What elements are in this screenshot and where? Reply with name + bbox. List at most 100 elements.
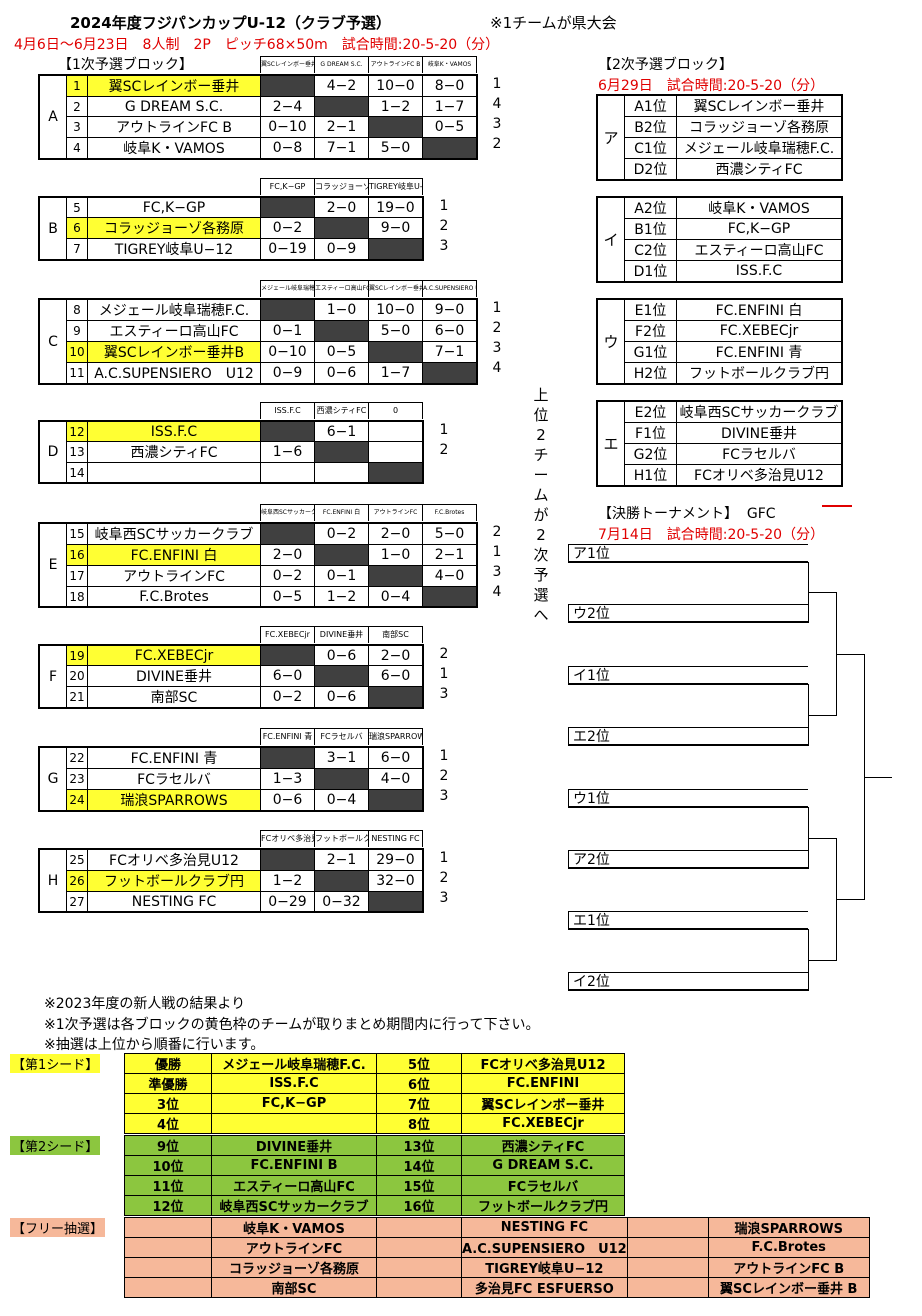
block-team: DIVINE垂井 [676, 422, 843, 444]
self-match-cell [422, 362, 478, 385]
score-cell: 0−9 [260, 362, 315, 385]
block-team: 翼SCレインボー垂井 [676, 94, 843, 117]
rank-value: 3 [492, 340, 502, 356]
final-venue: GFC [746, 506, 776, 522]
score-cell: 0−5 [314, 341, 369, 363]
col-header-cell: エスティーロ高山FC [315, 281, 369, 297]
seed-label-first: 【第1シード】 [10, 1054, 101, 1073]
team-name: 岐阜K・VAMOS [87, 137, 261, 160]
self-match-cell [260, 848, 315, 871]
score-cell: 1−0 [368, 544, 423, 566]
col-header-cell: 西濃シティFC [315, 403, 369, 419]
col-header-cell: 岐阜西SCサッカークラブ [261, 505, 315, 521]
col-header-cell: FC,K−GP [261, 179, 315, 195]
advance-char: チ [533, 446, 549, 464]
score-cell: 0−19 [260, 238, 315, 261]
bracket-line [568, 562, 808, 563]
score-cell: 1−6 [260, 441, 315, 463]
advance-char: 位 [533, 406, 549, 424]
score-cell: 6−0 [260, 665, 315, 687]
seed-cell: 8位 [376, 1113, 462, 1134]
seed-cell: 10位 [124, 1155, 212, 1176]
block-team: FC.ENFINI 青 [676, 341, 843, 363]
advance-char: へ [533, 606, 549, 624]
block-team: フットボールクラブ円 [676, 362, 843, 385]
score-cell: 2−1 [314, 116, 369, 138]
seed-blank [626, 1277, 709, 1298]
block-position: E1位 [624, 298, 677, 321]
note-2: ※1次予選は各ブロックの黄色枠のチームが取りまとめ期間内に行って下さい。 [44, 1017, 540, 1033]
self-match-cell [260, 644, 315, 666]
score-cell: 9−0 [368, 217, 424, 239]
self-match-cell [422, 586, 478, 608]
team-number: 6 [66, 217, 88, 239]
advance-char: 予 [533, 566, 549, 584]
team-number: 10 [66, 341, 88, 363]
score-cell [368, 441, 424, 463]
seed-cell: 9位 [124, 1135, 212, 1156]
self-match-cell [422, 137, 478, 160]
rank-value: 2 [492, 136, 502, 152]
rank-value: 4 [492, 96, 502, 112]
team-number: 24 [66, 789, 88, 812]
seed-cell: NESTING FC [461, 1217, 628, 1238]
seed-cell: 翼SCレインボー垂井 B [707, 1277, 870, 1298]
team-name: 岐阜西SCサッカークラブ [87, 522, 261, 545]
score-cell: 0−6 [314, 644, 369, 666]
bracket-slot-label: ア1位 [573, 546, 610, 562]
score-cell: 0−5 [260, 586, 315, 608]
score-cell: 0−10 [260, 341, 315, 363]
score-cell: 0−4 [368, 586, 423, 608]
col-header-cell: 岐阜K・VAMOS [427, 61, 472, 68]
team-name: F.C.Brotes [87, 586, 261, 608]
score-cell: 2−1 [422, 544, 478, 566]
bracket-slot-label: ア2位 [573, 852, 610, 868]
score-cell: 1−2 [314, 586, 369, 608]
block-team: 岐阜K・VAMOS [676, 196, 843, 219]
team-number: 19 [66, 644, 88, 666]
team-number: 1 [66, 74, 88, 97]
team-number: 22 [66, 746, 88, 769]
bracket-slot-label: エ2位 [573, 729, 610, 745]
score-cell: 0−1 [314, 565, 369, 587]
self-match-cell [368, 789, 424, 812]
seed-cell: 岐阜西SCサッカークラブ [211, 1195, 377, 1216]
self-match-cell [368, 116, 423, 138]
block-position: F2位 [624, 320, 677, 342]
advance-char: 上 [533, 386, 549, 404]
block-team: FCオリベ多治見U12 [676, 464, 843, 487]
advance-char: 2 [536, 526, 546, 544]
score-cell: 6−0 [368, 746, 424, 769]
rank-value: 1 [439, 422, 449, 438]
seed-cell: FC.ENFINI [461, 1073, 625, 1094]
bracket-line [808, 715, 836, 716]
self-match-cell [368, 891, 424, 913]
group-row: 14 [39, 462, 424, 484]
score-cell: 0−4 [314, 789, 369, 812]
group-col-header: FC.ENFINI 青FCラセルバ瑞浪SPARROWS [260, 728, 423, 745]
col-header-cell: G DREAM S.C. [315, 57, 369, 73]
seed-blank [626, 1237, 709, 1258]
self-match-cell [314, 544, 369, 566]
team-number: 23 [66, 768, 88, 790]
seed-cell: 3位 [124, 1093, 212, 1114]
seed-blank [376, 1217, 462, 1238]
team-number: 17 [66, 565, 88, 587]
advance-char: ー [533, 466, 549, 484]
